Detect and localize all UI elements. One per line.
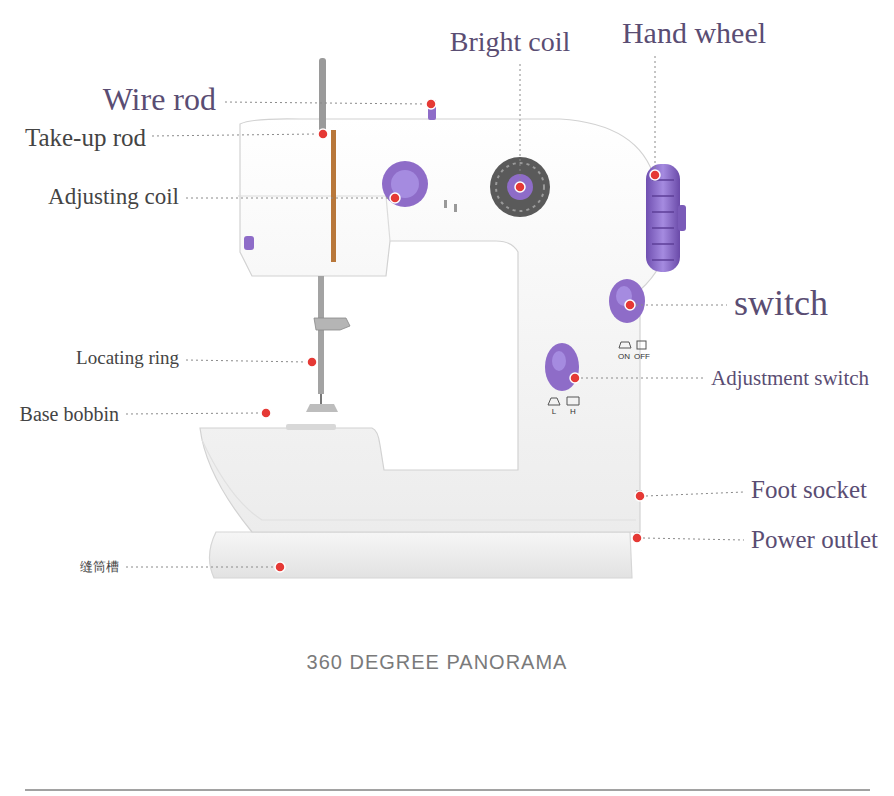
callout-dots <box>261 99 660 572</box>
part-label: ON <box>618 353 630 362</box>
caption-text: 360 DEGREE PANORAMA <box>307 651 568 673</box>
part-label: Hand wheel <box>622 16 766 49</box>
part-label: OFF <box>634 353 650 362</box>
part-label: Adjustment switch <box>711 367 869 390</box>
part-label: Power outlet <box>751 526 878 554</box>
part-label: Bright coil <box>450 27 571 58</box>
part-label: Take-up rod <box>25 124 146 152</box>
part-label: Base bobbin <box>20 403 119 425</box>
part-label: L <box>552 408 556 417</box>
part-label: Locating ring <box>76 348 179 369</box>
part-label: H <box>570 408 576 417</box>
part-label: 缝筒槽 <box>80 560 119 574</box>
leader-lines <box>126 56 744 567</box>
part-label: Foot socket <box>751 476 867 504</box>
part-label: Wire rod <box>103 82 216 117</box>
part-label: switch <box>734 284 828 324</box>
part-label: Adjusting coil <box>48 184 179 209</box>
